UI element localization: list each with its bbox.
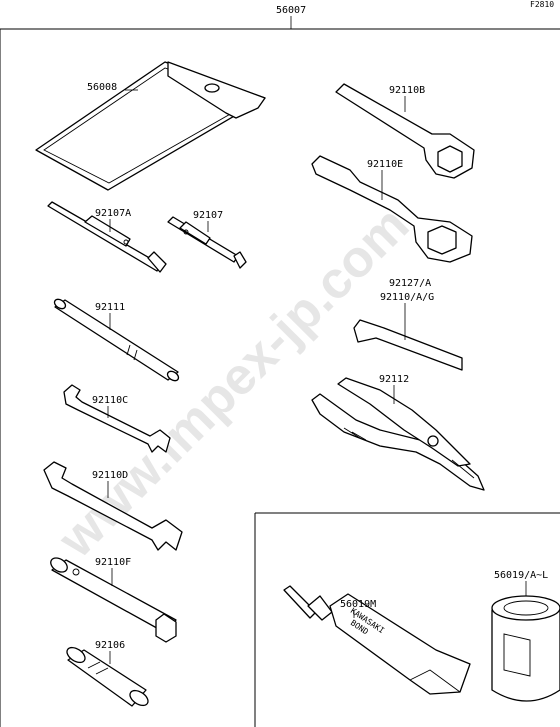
assembly-label: 56007	[276, 5, 306, 16]
label-adapter: 92106	[95, 640, 125, 651]
label-screwdriver: 92107	[193, 210, 223, 221]
screwdriver-a-drawing	[47, 201, 167, 273]
wrench-c-drawing	[63, 384, 171, 453]
label-box-wrench: 92110F	[95, 557, 131, 568]
label-pliers: 92112	[379, 374, 409, 385]
label-hex-key-1: 92127/A	[389, 278, 431, 289]
label-wrench-c: 92110C	[92, 395, 128, 406]
ring-wrench-b-drawing	[335, 83, 475, 179]
label-pouch: 56008	[87, 82, 117, 93]
ring-wrench-e-drawing	[311, 155, 473, 263]
pliers-drawing	[311, 377, 485, 491]
label-handle: 92111	[95, 302, 125, 313]
label-bond-can: 56019/A~L	[494, 570, 548, 581]
figure-code: F2810	[530, 0, 554, 9]
screwdriver-drawing	[167, 216, 247, 269]
hex-key-drawing	[353, 319, 463, 371]
box-wrench-drawing	[50, 557, 177, 643]
bond-can-drawing	[491, 595, 560, 702]
handle-drawing	[53, 298, 180, 382]
label-wrench-d: 92110D	[92, 470, 128, 481]
wrench-d-drawing	[43, 461, 183, 551]
pouch-drawing	[35, 61, 266, 191]
adapter-drawing	[66, 646, 149, 707]
label-bond-tube: 56019M	[340, 599, 376, 610]
label-hex-key-2: 92110/A/G	[380, 292, 434, 303]
label-ring-wrench-b: 92110B	[389, 85, 425, 96]
label-screwdriver-a: 92107A	[95, 208, 131, 219]
bond-tube-drawing: KAWASAKI BOND	[283, 585, 471, 695]
assembly-frame	[0, 28, 560, 727]
label-ring-wrench-e: 92110E	[367, 159, 403, 170]
